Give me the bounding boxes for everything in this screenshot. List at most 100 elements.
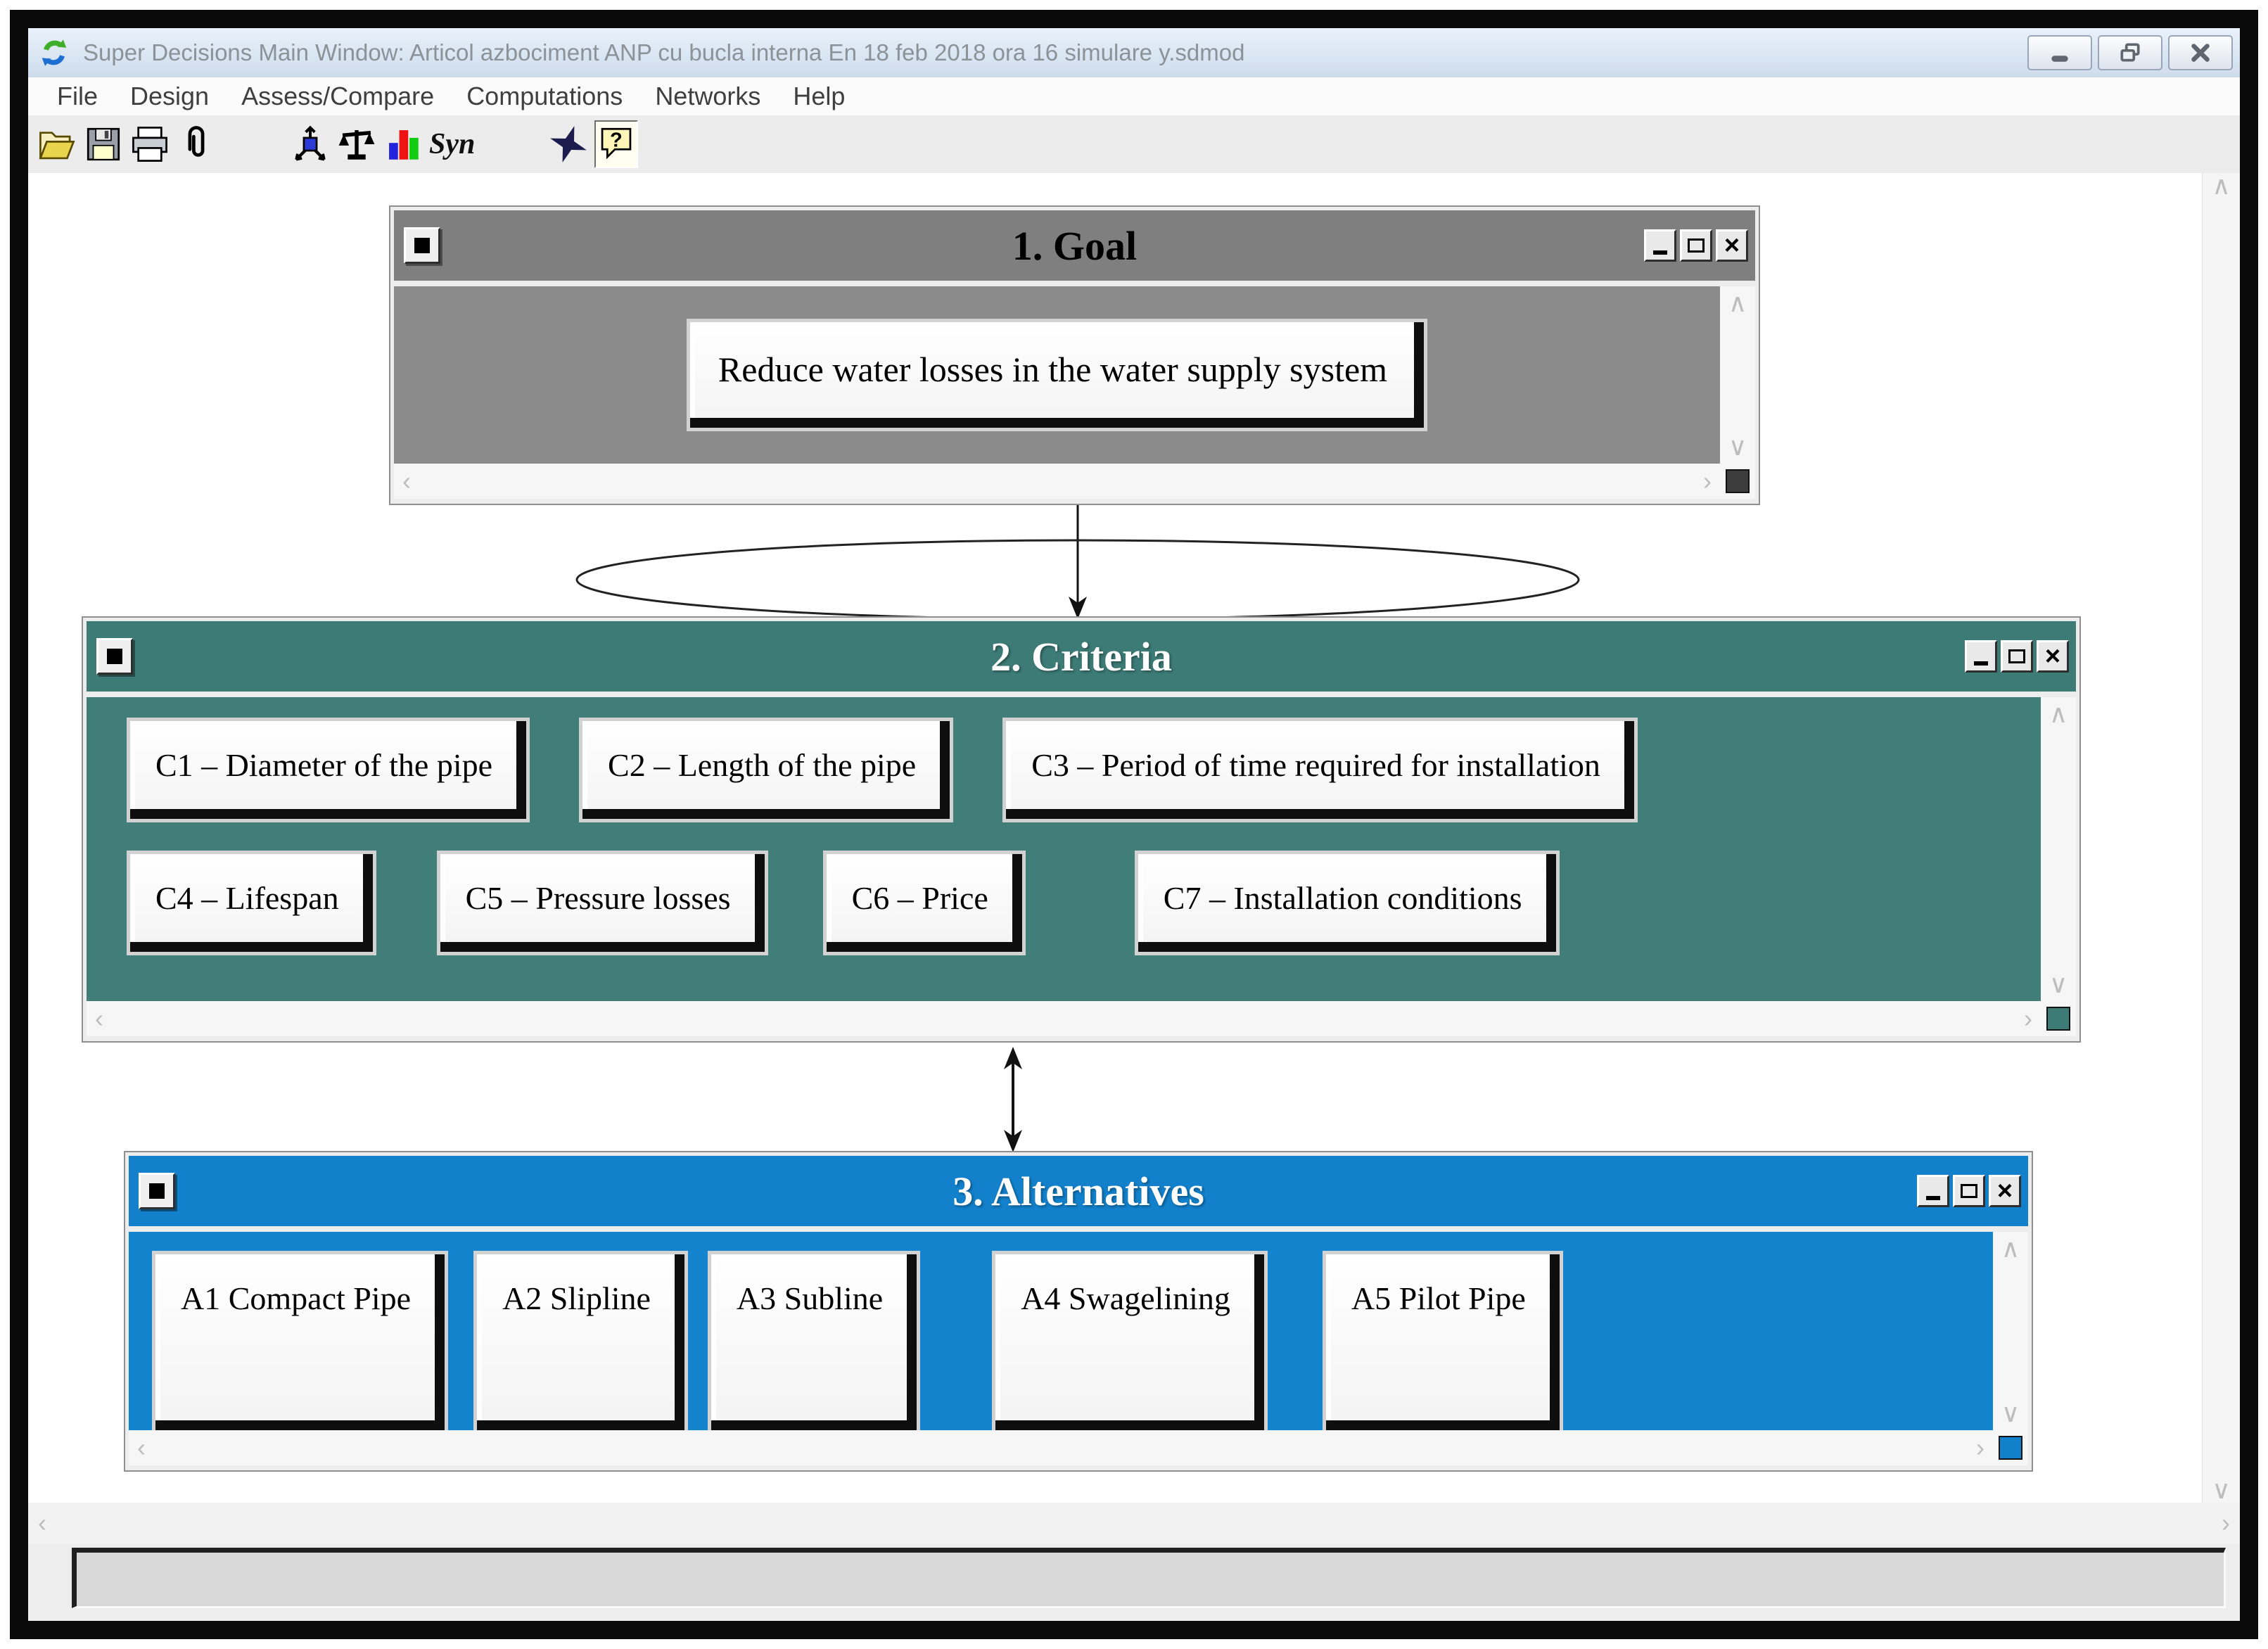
cluster-goal-vertical-scrollbar[interactable]: ∧ ∨ xyxy=(1720,286,1755,464)
scroll-left-arrow-icon[interactable]: ‹ xyxy=(137,1433,146,1462)
cluster-menu-button[interactable] xyxy=(404,227,440,264)
close-button[interactable] xyxy=(2168,35,2233,70)
cluster-criteria-horizontal-scrollbar[interactable]: ‹ › xyxy=(87,1001,2041,1036)
save-file-button[interactable] xyxy=(83,120,124,168)
cluster-criteria-controls: × xyxy=(1965,640,2069,673)
main-horizontal-scrollbar[interactable]: ‹ › xyxy=(28,1503,2240,1543)
node-goal-button[interactable]: Reduce water losses in the water supply … xyxy=(689,322,1425,428)
cluster-close-button[interactable]: × xyxy=(1989,1175,2021,1207)
scroll-right-arrow-icon[interactable]: › xyxy=(1703,466,1712,495)
cluster-criteria-vertical-scrollbar[interactable]: ∧ ∨ xyxy=(2041,697,2076,1001)
node-c7-button[interactable]: C7 – Installation conditions xyxy=(1138,854,1556,952)
cluster-close-button[interactable]: × xyxy=(2037,640,2069,673)
cluster-goal-node-area: Reduce water losses in the water supply … xyxy=(394,286,1720,464)
resize-grip[interactable] xyxy=(1999,1436,2022,1460)
scroll-up-arrow-icon[interactable]: ∧ xyxy=(2212,171,2231,200)
synthesize-button[interactable]: Syn xyxy=(429,120,475,168)
cluster-close-button[interactable]: × xyxy=(1716,229,1748,262)
node-a4-button[interactable]: A4 Swagelining xyxy=(995,1254,1264,1430)
attach-file-icon xyxy=(188,126,205,157)
main-vertical-scrollbar[interactable]: ∧ ∨ xyxy=(2202,173,2240,1503)
priorities-chart-button[interactable] xyxy=(383,120,423,168)
cluster-goal-horizontal-scrollbar[interactable]: ‹ › xyxy=(394,464,1720,499)
cluster-menu-button[interactable] xyxy=(96,638,133,675)
cluster-maximize-button[interactable] xyxy=(1953,1175,1985,1207)
node-c4-button[interactable]: C4 – Lifespan xyxy=(130,854,373,952)
super-decisions-logo-icon xyxy=(38,37,70,69)
menu-networks[interactable]: Networks xyxy=(655,82,761,110)
scroll-up-arrow-icon[interactable]: ∧ xyxy=(2049,699,2068,728)
svg-text:?: ? xyxy=(610,129,623,152)
node-c6-button[interactable]: C6 – Price xyxy=(826,854,1022,952)
restore-icon xyxy=(2120,43,2140,62)
menu-design[interactable]: Design xyxy=(130,82,210,110)
attach-file-button[interactable] xyxy=(176,120,217,168)
window-controls xyxy=(2027,35,2233,70)
scroll-up-arrow-icon[interactable]: ∧ xyxy=(2001,1234,2020,1263)
node-a2-button[interactable]: A2 Slipline xyxy=(477,1254,684,1430)
cluster-alternatives-vertical-scrollbar[interactable]: ∧ ∨ xyxy=(1993,1232,2028,1430)
cluster-minimize-button[interactable] xyxy=(1965,640,1997,673)
scroll-down-arrow-icon[interactable]: ∨ xyxy=(2212,1475,2231,1504)
menu-file[interactable]: File xyxy=(57,82,98,110)
node-c5-button[interactable]: C5 – Pressure losses xyxy=(440,854,765,952)
close-icon xyxy=(2191,44,2210,62)
node-c1-button[interactable]: C1 – Diameter of the pipe xyxy=(130,721,527,819)
cluster-criteria-node-area: C1 – Diameter of the pipe C2 – Length of… xyxy=(87,697,2041,1001)
scroll-down-arrow-icon[interactable]: ∨ xyxy=(2001,1399,2020,1427)
pairwise-compare-icon xyxy=(338,130,375,160)
menu-bar: File Design Assess/Compare Computations … xyxy=(28,77,2240,115)
cluster-alternatives-controls: × xyxy=(1917,1175,2021,1207)
menu-computations[interactable]: Computations xyxy=(466,82,623,110)
cluster-maximize-button[interactable] xyxy=(1680,229,1712,262)
resize-grip[interactable] xyxy=(1726,469,1750,493)
minimize-icon xyxy=(2051,56,2068,62)
help-button[interactable]: ? xyxy=(594,120,639,168)
open-file-button[interactable] xyxy=(37,120,77,168)
menu-help[interactable]: Help xyxy=(793,82,846,110)
scroll-up-arrow-icon[interactable]: ∧ xyxy=(1728,288,1747,317)
cluster-menu-button[interactable] xyxy=(139,1173,175,1209)
cluster-minimize-button[interactable] xyxy=(1644,229,1676,262)
cluster-alternatives-titlebar[interactable]: 3. Alternatives × xyxy=(129,1156,2028,1226)
node-c3-button[interactable]: C3 – Period of time required for install… xyxy=(1006,721,1634,819)
pairwise-compare-button[interactable] xyxy=(336,120,377,168)
maximize-icon xyxy=(2008,649,2025,663)
node-a5-button[interactable]: A5 Pilot Pipe xyxy=(1325,1254,1560,1430)
maximize-icon xyxy=(1688,238,1705,253)
scroll-down-arrow-icon[interactable]: ∨ xyxy=(1728,432,1747,461)
node-a3-button[interactable]: A3 Subline xyxy=(711,1254,917,1430)
node-connections-button[interactable] xyxy=(290,120,331,168)
print-button[interactable] xyxy=(129,120,170,168)
menu-assess-compare[interactable]: Assess/Compare xyxy=(241,82,435,110)
minimize-icon xyxy=(1926,1196,1940,1200)
priorities-chart-icon xyxy=(389,130,419,160)
scroll-right-arrow-icon[interactable]: › xyxy=(2222,1508,2230,1537)
node-c2-button[interactable]: C2 – Length of the pipe xyxy=(582,721,950,819)
network-canvas[interactable]: 1. Goal × Reduce water losses in the wat… xyxy=(28,173,2240,1503)
resize-grip[interactable] xyxy=(2046,1007,2070,1031)
cluster-alternatives-grip-cell xyxy=(1993,1430,2028,1465)
cluster-criteria-title: 2. Criteria xyxy=(990,633,1172,680)
title-bar[interactable]: Super Decisions Main Window: Articol azb… xyxy=(28,28,2240,78)
cluster-goal-titlebar[interactable]: 1. Goal × xyxy=(394,210,1755,281)
cluster-criteria-titlebar[interactable]: 2. Criteria × xyxy=(87,621,2076,692)
navigator-button[interactable] xyxy=(548,120,589,168)
navigator-star-icon xyxy=(550,126,587,163)
scroll-down-arrow-icon[interactable]: ∨ xyxy=(2049,969,2068,998)
restore-button[interactable] xyxy=(2098,35,2162,70)
scroll-left-arrow-icon[interactable]: ‹ xyxy=(402,466,411,495)
scroll-left-arrow-icon[interactable]: ‹ xyxy=(38,1508,46,1537)
scroll-left-arrow-icon[interactable]: ‹ xyxy=(95,1004,103,1033)
cluster-goal-grip-cell xyxy=(1720,464,1755,499)
cluster-minimize-button[interactable] xyxy=(1917,1175,1949,1207)
window-title: Super Decisions Main Window: Articol azb… xyxy=(83,39,1245,65)
scroll-right-arrow-icon[interactable]: › xyxy=(2024,1004,2032,1033)
scroll-right-arrow-icon[interactable]: › xyxy=(1976,1433,1984,1462)
minimize-button[interactable] xyxy=(2027,35,2092,70)
minimize-icon xyxy=(1974,661,1988,666)
command-input[interactable] xyxy=(72,1548,2226,1608)
cluster-alternatives-horizontal-scrollbar[interactable]: ‹ › xyxy=(129,1430,1993,1465)
node-a1-button[interactable]: A1 Compact Pipe xyxy=(155,1254,445,1430)
cluster-maximize-button[interactable] xyxy=(2001,640,2033,673)
